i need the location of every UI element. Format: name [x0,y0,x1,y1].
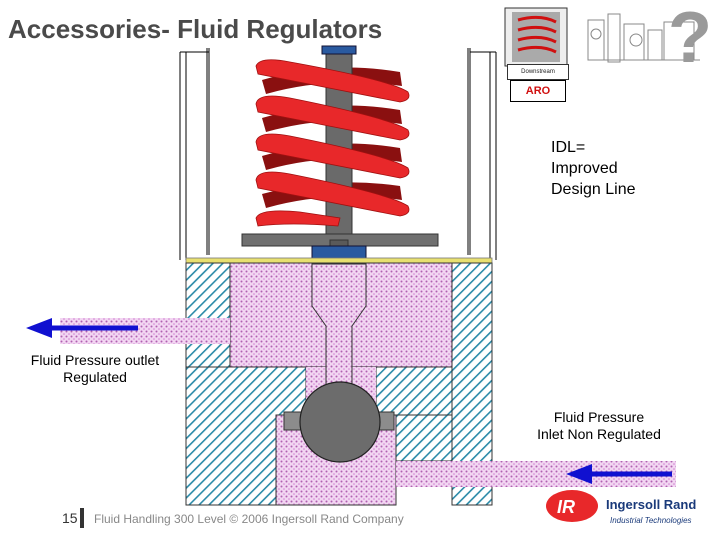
diaphragm [185,257,493,264]
spring-front-coils [255,59,410,227]
logo-subtitle: Industrial Technologies [610,516,692,525]
inlet-label: Fluid Pressure Inlet Non Regulated [516,409,682,443]
aro-badge: ARO [510,80,566,102]
factory-sketch [587,13,700,63]
outlet-label-line-2: Regulated [63,369,127,385]
ir-logo-icon: IR [546,490,598,522]
thumbnail-caption: Downstream [507,64,569,80]
idl-line-3: Design Line [551,181,636,198]
outlet-label: Fluid Pressure outlet Regulated [14,352,176,386]
inlet-arrow [566,464,672,484]
outlet-label-line-1: Fluid Pressure outlet [30,352,160,368]
stem-cap [321,45,357,55]
inlet-label-line-1: Fluid Pressure [553,409,645,425]
logo-name: Ingersoll Rand [606,497,697,512]
idl-line-1: IDL= [551,139,586,156]
idl-note: IDL= Improved Design Line [551,137,636,200]
outlet-arrow [26,318,138,338]
footer-divider [80,508,84,528]
idl-line-2: Improved [551,160,618,177]
thumbnail-regulator [504,7,568,67]
page-number: 15 [62,510,78,526]
valve-ball [299,381,381,463]
svg-text:IR: IR [557,497,575,517]
slide-title: Accessories- Fluid Regulators [8,14,383,44]
footer-text: Fluid Handling 300 Level © 2006 Ingersol… [94,512,404,526]
inlet-label-line-2: Inlet Non Regulated [537,426,661,442]
question-mark-icon: ? [668,0,712,78]
spring-housing [179,48,497,260]
